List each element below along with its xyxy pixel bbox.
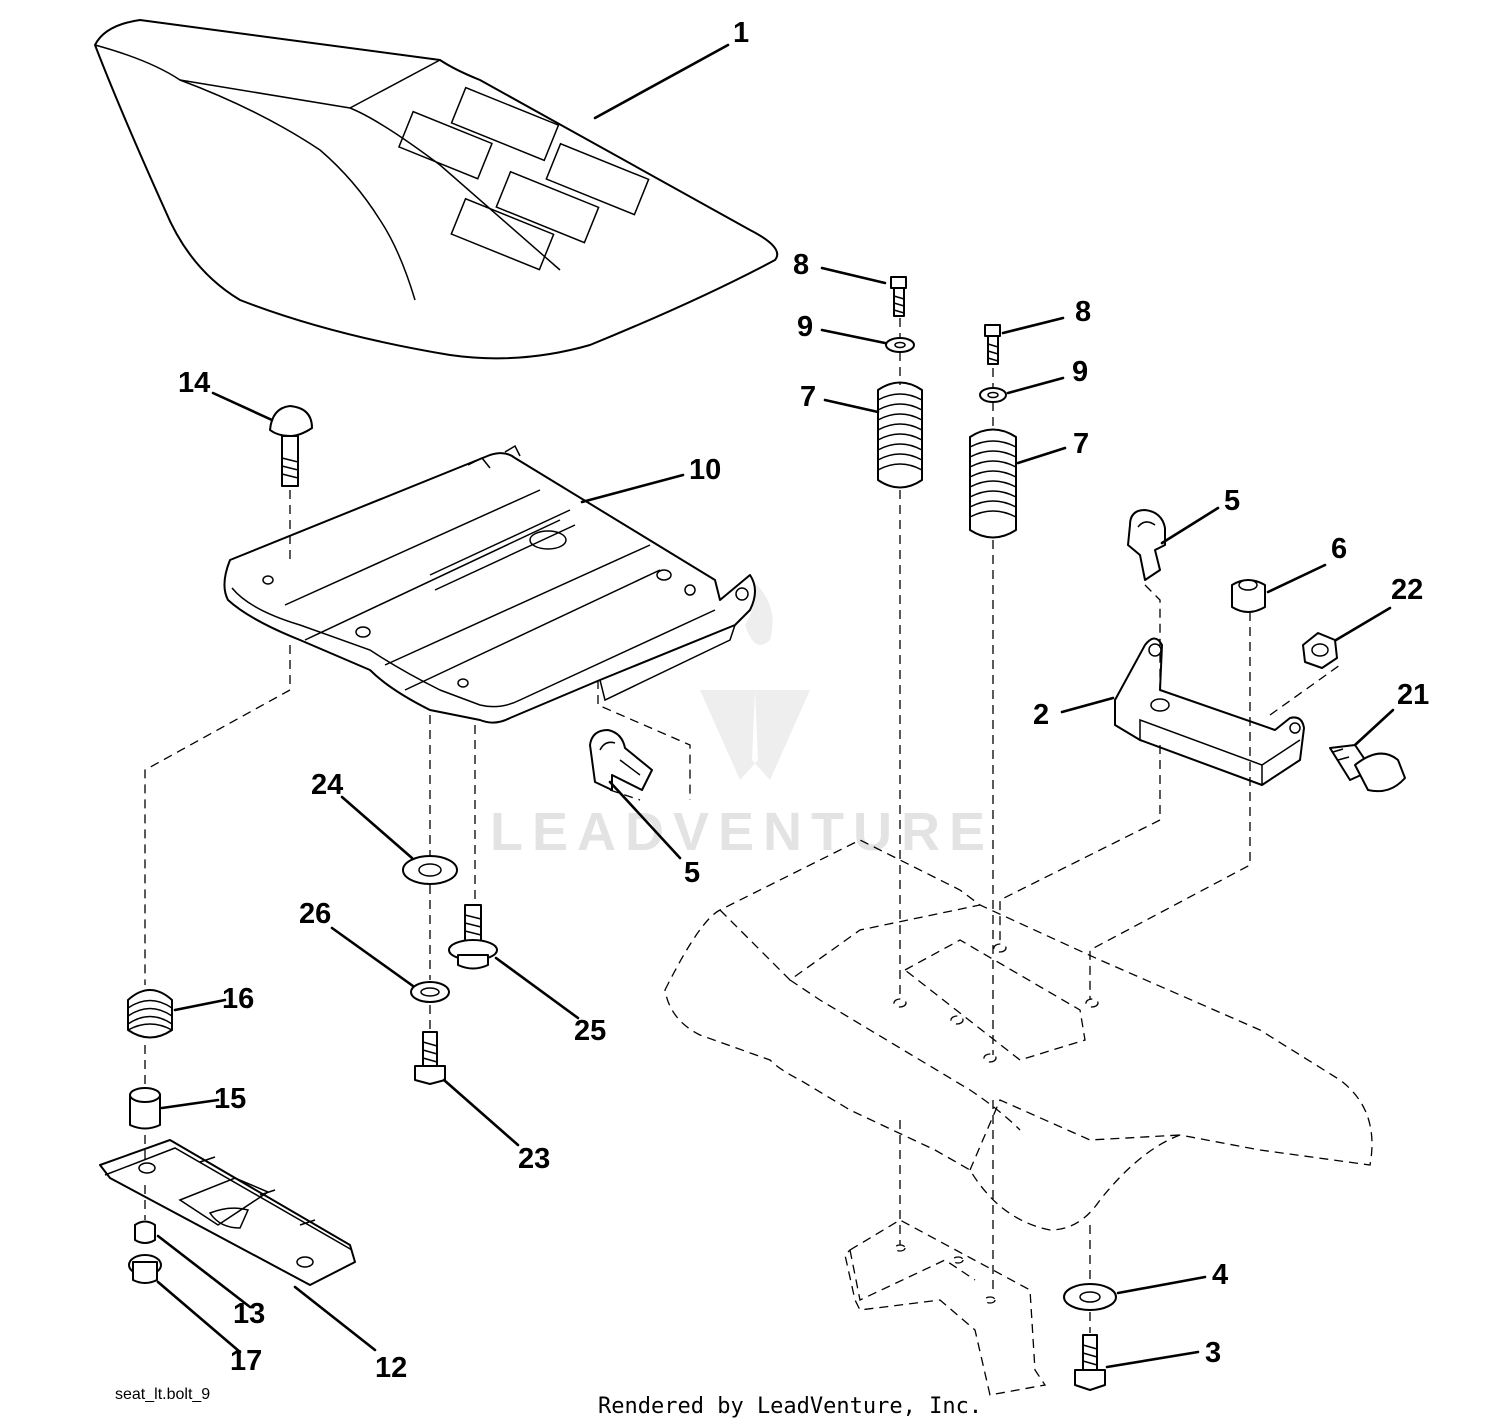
washer-9-left[interactable] (885, 337, 915, 353)
watermark-logo-icon (700, 690, 810, 780)
callout-4[interactable]: 4 (1212, 1259, 1228, 1291)
shoulder-bolt-21[interactable] (1329, 744, 1406, 793)
callout-7-right[interactable]: 7 (1073, 428, 1089, 460)
bracket[interactable] (1114, 637, 1305, 786)
callout-7-left[interactable]: 7 (800, 381, 816, 413)
spring-7-left[interactable] (877, 381, 923, 489)
callout-3[interactable]: 3 (1205, 1337, 1221, 1369)
tractor-body-outline (664, 839, 1373, 1396)
washer-24[interactable] (402, 855, 458, 885)
callout-26[interactable]: 26 (299, 898, 331, 930)
shoulder-bolt[interactable] (448, 904, 498, 970)
nut-22[interactable] (1302, 632, 1338, 669)
callout-9-left[interactable]: 9 (797, 311, 813, 343)
lock-washer[interactable] (410, 981, 450, 1003)
callout-24[interactable]: 24 (311, 769, 343, 801)
leader-lines (156, 43, 1395, 1369)
seat-pan[interactable] (223, 444, 756, 724)
carriage-bolt[interactable] (269, 405, 313, 487)
callout-15[interactable]: 15 (214, 1083, 246, 1115)
hex-bolt-23[interactable] (414, 1031, 446, 1085)
bolt-8-right[interactable] (984, 324, 1001, 365)
callout-8-right[interactable]: 8 (1075, 296, 1091, 328)
flange-nut[interactable] (128, 1254, 162, 1284)
callout-1[interactable]: 1 (733, 17, 749, 49)
callout-21[interactable]: 21 (1397, 679, 1429, 711)
nut-6[interactable] (1231, 579, 1266, 613)
callout-25[interactable]: 25 (574, 1015, 606, 1047)
callout-2[interactable]: 2 (1033, 699, 1049, 731)
callout-5-upper[interactable]: 5 (1224, 485, 1240, 517)
callout-10[interactable]: 10 (689, 454, 721, 486)
callout-22[interactable]: 22 (1391, 574, 1423, 606)
bottom-plate[interactable] (99, 1139, 356, 1286)
bolt-8-left[interactable] (890, 276, 907, 317)
callout-14[interactable]: 14 (178, 367, 210, 399)
nut-13[interactable] (134, 1220, 156, 1244)
callout-8-left[interactable]: 8 (793, 249, 809, 281)
callout-17[interactable]: 17 (230, 1345, 262, 1377)
callout-5-lower[interactable]: 5 (684, 857, 700, 889)
callout-9-right[interactable]: 9 (1072, 356, 1088, 388)
watermark: LEADVENTURE (490, 580, 994, 862)
spacer[interactable] (129, 1087, 161, 1130)
bolt-3[interactable] (1074, 1334, 1106, 1391)
spring-7-right[interactable] (969, 428, 1017, 539)
watermark-text: LEADVENTURE (490, 802, 994, 862)
callout-12[interactable]: 12 (375, 1352, 407, 1384)
washer-4[interactable] (1063, 1283, 1117, 1311)
washer-9-right[interactable] (979, 387, 1007, 403)
clip-lower[interactable] (589, 729, 653, 791)
callout-13[interactable]: 13 (233, 1298, 265, 1330)
seat[interactable] (94, 19, 779, 360)
clip-upper[interactable] (1127, 509, 1166, 581)
callouts: 1 2 3 4 5 5 6 7 7 8 8 9 9 10 12 13 14 15… (178, 17, 1429, 1384)
spring-16[interactable] (127, 989, 173, 1039)
callout-16[interactable]: 16 (222, 983, 254, 1015)
callout-23[interactable]: 23 (518, 1143, 550, 1175)
callout-6[interactable]: 6 (1331, 533, 1347, 565)
rendered-by-credit: Rendered by LeadVenture, Inc. (598, 1394, 982, 1419)
alignment-lines (144, 318, 1341, 1333)
flame-icon (745, 580, 773, 645)
drawing-code: seat_lt.bolt_9 (115, 1386, 210, 1403)
